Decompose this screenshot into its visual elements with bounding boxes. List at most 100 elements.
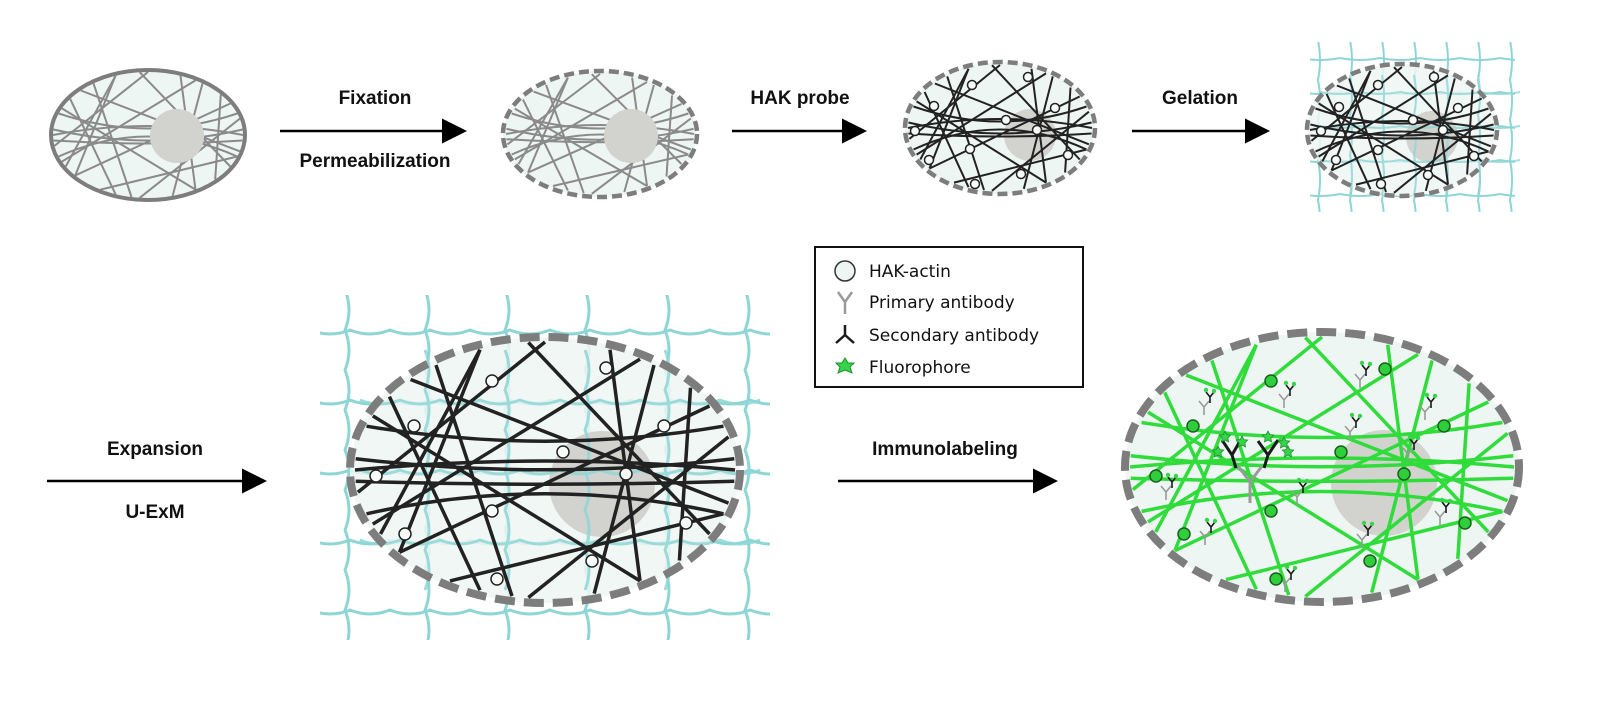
hak-actin-dot [1458,516,1472,530]
hak-actin-dot [1149,469,1163,483]
primary-antibody-icon [1402,447,1414,462]
actin-filament [371,357,641,526]
cell-membrane [49,68,247,202]
actin-filament [61,107,197,191]
actin-filament [1309,120,1495,131]
fluorophore-star-icon [1261,430,1275,443]
actin-filament [58,135,238,158]
hak-actin-dot [679,516,693,530]
actin-filament [506,138,694,144]
actin-filament [1130,453,1514,469]
fluorophore-star-icon [1281,445,1295,458]
secondary-antibody-icon [1256,439,1280,469]
hak-actin-dot [1375,178,1387,190]
step-label-permeabilization: Permeabilization [300,151,451,172]
legend-label-secondary-antibody: Secondary antibody [869,326,1039,346]
antibody-label-group [1419,392,1438,420]
nucleus [150,109,204,163]
antibody-label-group [1344,412,1363,440]
actin-filament [1325,93,1372,190]
actin-filament [1321,70,1372,162]
actin-filament [366,424,724,443]
primary-antibody-icon [1291,490,1303,505]
hak-actin-dot [1000,114,1012,126]
antibody-label-group [1279,564,1298,592]
legend-label-primary-antibody: Primary antibody [869,293,1015,313]
hak-actin-dot [909,125,921,137]
fluorophore-star-icon [1165,472,1171,478]
hak-actin-dot [657,419,671,433]
actin-filament [908,132,1092,138]
actin-filament [517,77,569,165]
actin-filament [397,349,482,553]
hak-actin-dot [1315,125,1327,137]
gel-strand [1508,42,1513,212]
fluorophore-star-icon [1407,434,1413,440]
fluorophore-star-icon [1304,478,1310,484]
cell-membrane-expanded [1121,328,1523,606]
gel-strand [320,328,770,336]
actin-filament [913,128,1087,151]
hak-actin-dot [369,469,383,483]
step-label-hak-probe: HAK probe [750,88,849,109]
hak-actin-dot [585,554,599,568]
hak-actin-dot [923,154,935,166]
hak-actin-dot [964,143,976,155]
step-label-expansion: Expansion [107,439,203,460]
primary-antibody-icon [1198,400,1210,415]
fluorophore-star-icon [1359,360,1365,366]
step-label-fixation: Fixation [339,88,412,109]
actin-filament [1304,432,1509,598]
fluorophore-star-icon [1357,413,1363,419]
actin-filament [505,124,695,135]
primary-antibody-icon [836,291,854,314]
antibody-label-group [1434,497,1453,525]
actin-filament [1393,112,1492,194]
antibody-label-group [1199,517,1218,545]
primary-antibody-icon [1434,510,1446,525]
actin-filament [991,110,1090,192]
fluorophore-star-icon [834,357,856,374]
fluorophore-star-icon [1369,521,1375,527]
hak-actin-dot [1452,102,1464,114]
antibody-label-group [1160,472,1179,500]
gel-strand [1444,74,1449,196]
hak-actin-dot [1372,144,1384,156]
hak-actin-dot [1177,527,1191,541]
actin-filament [1331,97,1483,172]
fluorophore-star-icon [1439,497,1445,503]
cell-membrane-permeabilized [1304,61,1500,199]
fluorophore-star-icon [1296,477,1302,483]
primary-antibody-icon [1236,465,1264,503]
gel-strand [663,349,671,591]
actin-filament [1185,373,1509,503]
hak-actin-dot [1363,554,1377,568]
arrow-fixation: Fixation Permeabilization [280,88,467,172]
actin-filament [387,395,482,592]
fluorophore-star-icon [1283,380,1289,386]
fluorophore-star-icon [1203,387,1209,393]
step-label-gelation: Gelation [1162,88,1238,109]
hak-actin-dot [1269,572,1283,586]
actin-filament [608,349,642,582]
cell-stage-fixed [500,68,700,200]
actin-filament [923,91,970,188]
hak-actin-dot [1186,419,1200,433]
hak-actin-dot [490,572,504,586]
primary-antibody-icon [1278,393,1290,408]
actin-filament [511,133,689,156]
fluorophore-star-icon [1284,564,1290,570]
cell-membrane-permeabilized [500,68,700,200]
fluorophore-star-icon [1204,517,1210,523]
antibody-label-group [1291,477,1310,505]
actin-filament [1304,336,1490,534]
hak-actin-dot [556,445,570,459]
cell-membrane-expanded [346,333,744,607]
actin-filament [934,82,1090,146]
fluorophore-star-icon [1212,518,1218,524]
primary-antibody-icon [1199,530,1211,545]
hak-actin-dot [1062,149,1074,161]
nucleus [604,109,658,163]
hak-actin-dot [485,504,499,518]
